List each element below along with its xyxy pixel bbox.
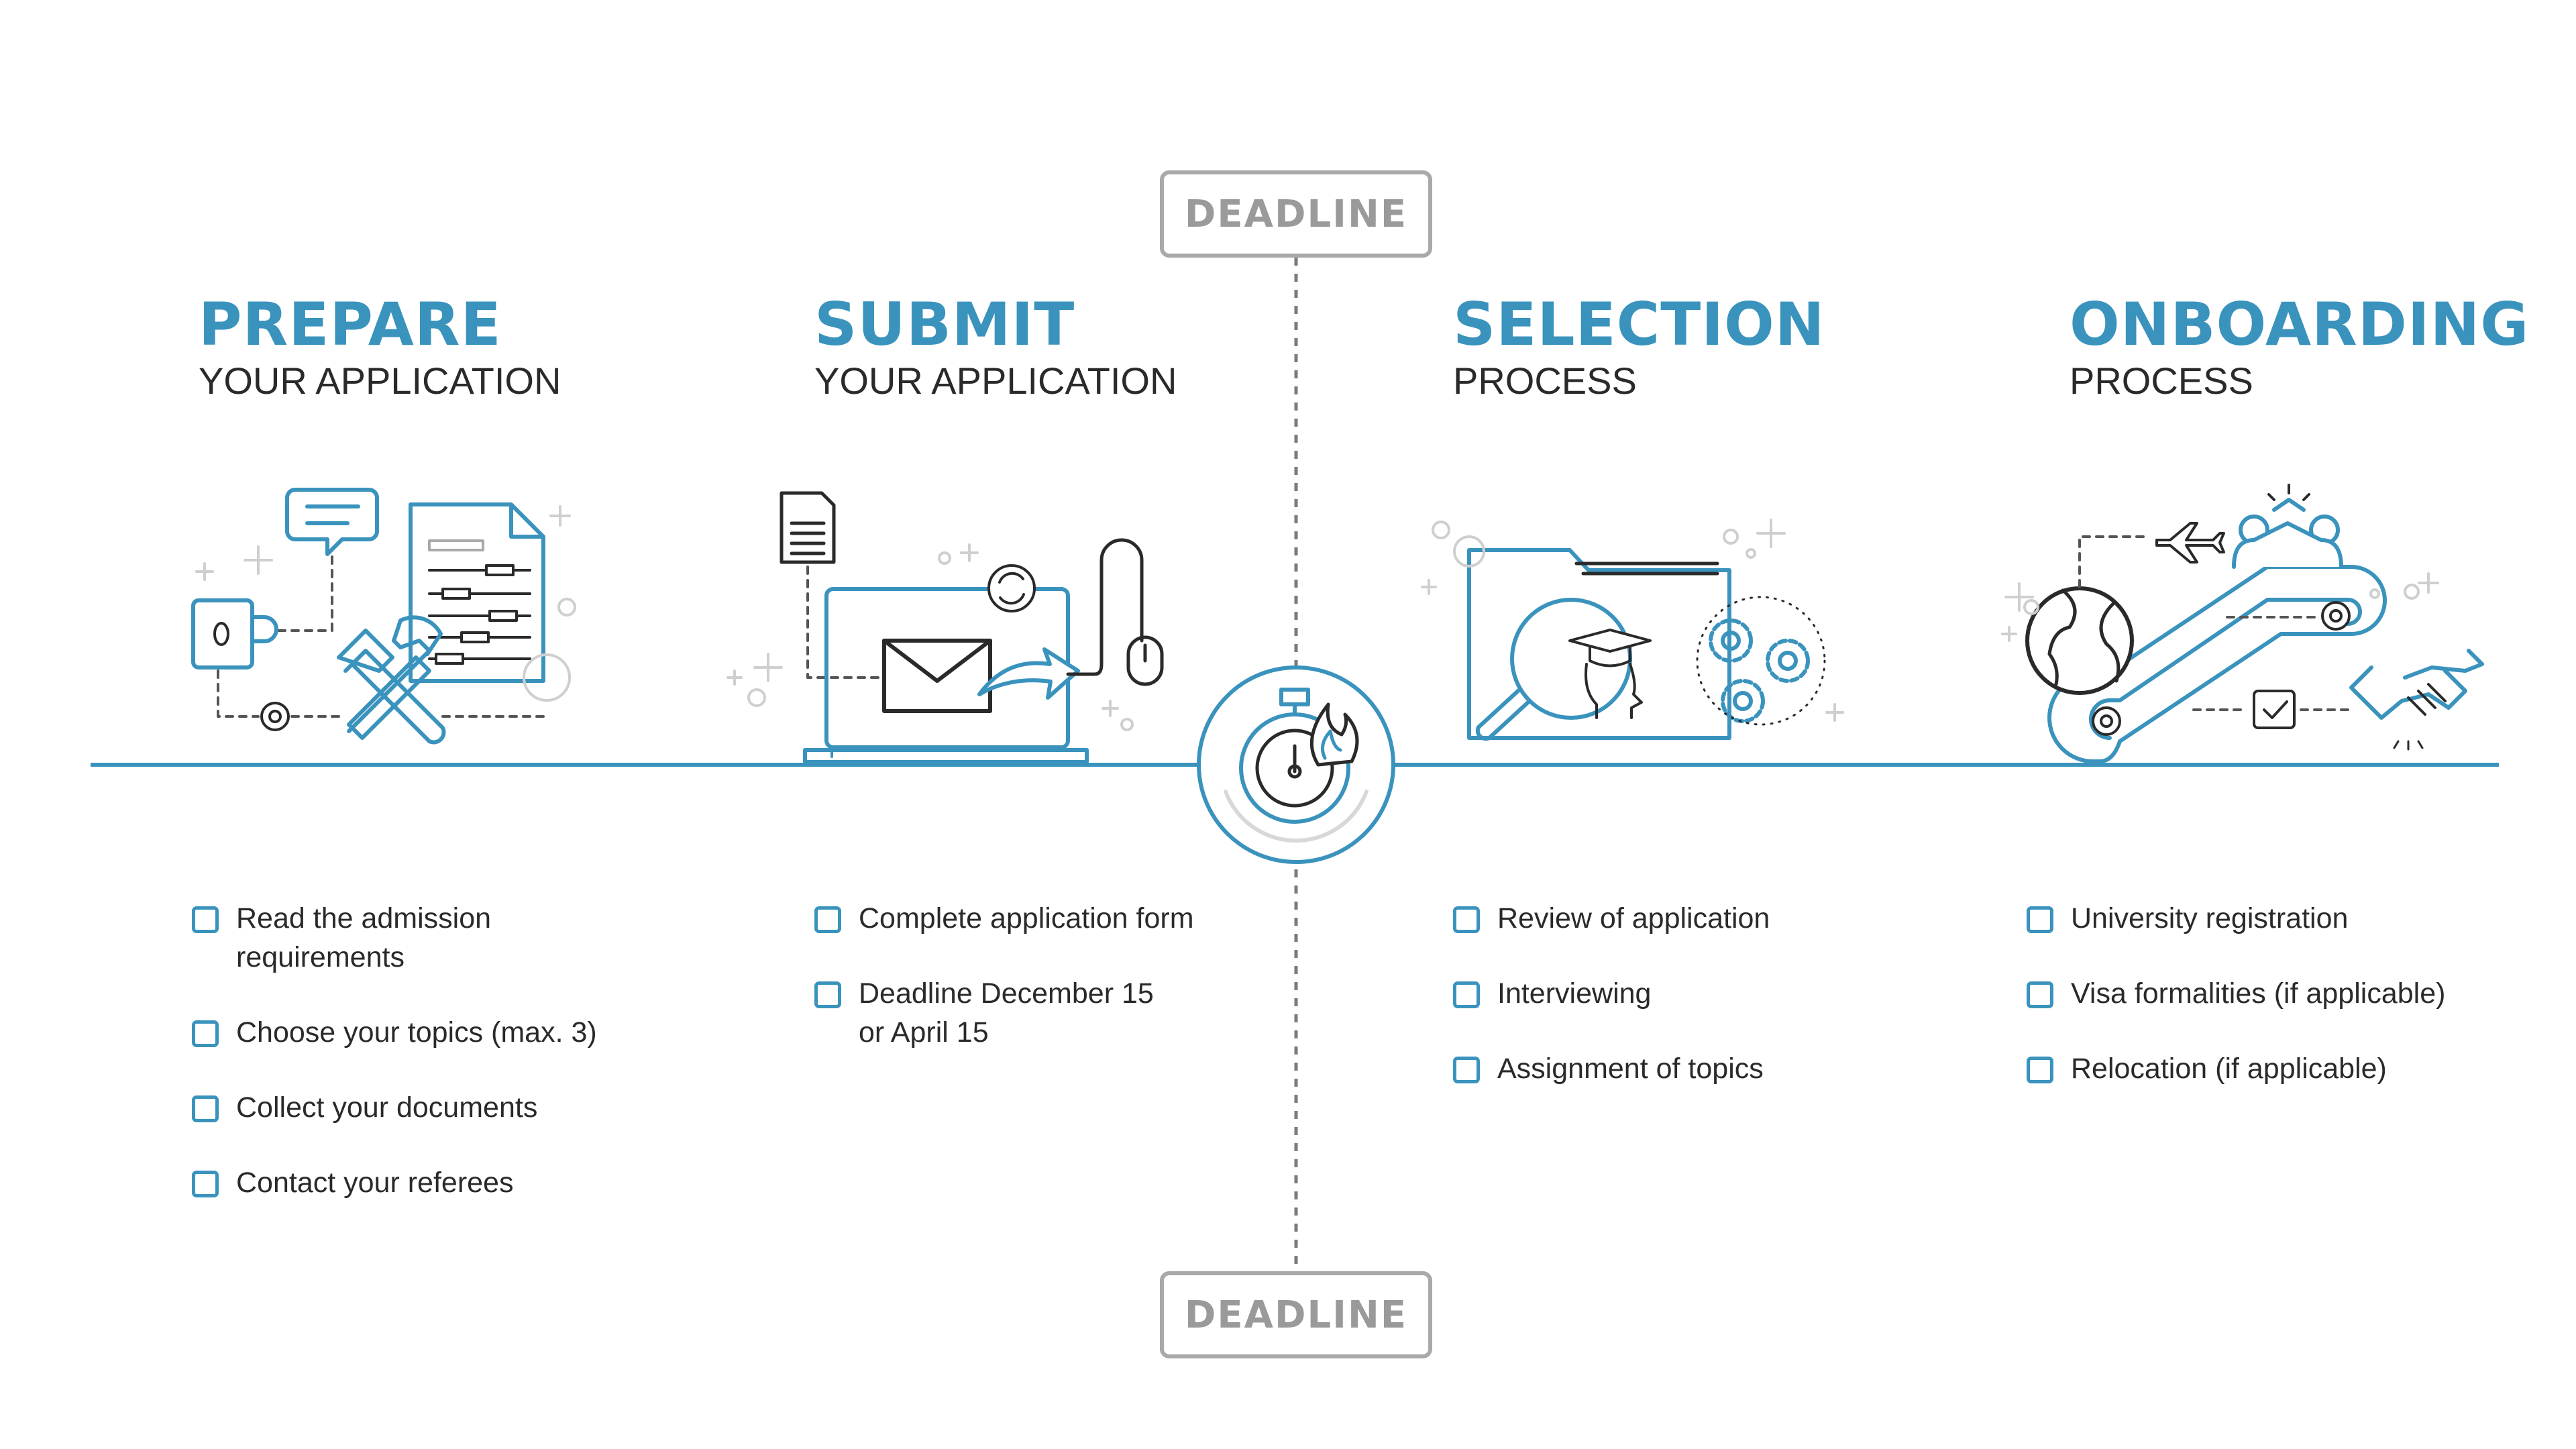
gear-icon	[260, 702, 290, 731]
checkbox[interactable]	[2027, 981, 2053, 1008]
prepare-illustration	[191, 488, 576, 745]
checklist-item-label: Assignment of topics	[1497, 1053, 1764, 1085]
submit-checklist: Complete application form Deadline Decem…	[814, 899, 1284, 1088]
stage-title: SELECTION	[1453, 290, 1825, 359]
checklist-item[interactable]: Choose your topics (max. 3)	[192, 1013, 661, 1052]
checkbox[interactable]	[192, 1171, 219, 1197]
selection-checklist: Review of application Interviewing Assig…	[1453, 899, 1923, 1124]
coffee-mug-icon	[191, 598, 278, 669]
submit-illustration	[727, 491, 1164, 764]
prepare-checklist: Read the admission requirements Choose y…	[192, 899, 661, 1238]
checkbox[interactable]	[1453, 1057, 1480, 1083]
onboarding-illustration	[2001, 484, 2484, 763]
checklist-item-label: Review of application	[1497, 902, 1770, 934]
checklist-item[interactable]: Assignment of topics	[1453, 1049, 1923, 1088]
stage-subtitle: PROCESS	[1453, 360, 1637, 402]
document-icon	[409, 502, 545, 683]
checklist-item[interactable]: Review of application	[1453, 899, 1923, 938]
deadline-badge-top: DEADLINE	[1160, 170, 1432, 258]
checklist-item-label: Contact your referees	[236, 1167, 514, 1199]
stage-title: ONBOARDING	[2070, 290, 2530, 359]
stage-subtitle: YOUR APPLICATION	[814, 360, 1177, 402]
checkbox[interactable]	[814, 906, 841, 933]
checkbox[interactable]	[192, 1095, 219, 1122]
checklist-item[interactable]: University registration	[2027, 899, 2536, 938]
onboarding-checklist: University registration Visa formalities…	[2027, 899, 2536, 1124]
checklist-item-label: University registration	[2071, 902, 2349, 934]
checkbox-icon	[2253, 690, 2296, 729]
checklist-item[interactable]: Complete application form	[814, 899, 1284, 938]
stopwatch-icon	[1197, 665, 1395, 864]
handshake-icon	[2349, 649, 2484, 720]
deadline-label: DEADLINE	[1184, 1293, 1408, 1337]
checklist-item[interactable]: Collect your documents	[192, 1088, 661, 1127]
globe-icon	[2025, 586, 2134, 695]
checkbox[interactable]	[2027, 906, 2053, 933]
checklist-item[interactable]: Contact your referees	[192, 1163, 661, 1202]
checklist-item-label: Choose your topics (max. 3)	[236, 1016, 597, 1049]
graduate-head-icon	[1568, 629, 1652, 719]
checklist-item-label: Collect your documents	[236, 1091, 538, 1124]
checkbox[interactable]	[1453, 906, 1480, 933]
selection-illustration	[1421, 519, 1844, 741]
people-icon	[2232, 498, 2343, 569]
checklist-item[interactable]: Relocation (if applicable)	[2027, 1049, 2536, 1088]
checklist-item-label: Interviewing	[1497, 977, 1652, 1010]
tools-icon	[337, 615, 446, 745]
stage-selection-heading: SELECTION PROCESS	[1453, 295, 1825, 400]
checklist-item-label: Relocation (if applicable)	[2071, 1053, 2387, 1085]
stage-prepare-heading: PREPARE YOUR APPLICATION	[199, 295, 561, 400]
stage-subtitle: YOUR APPLICATION	[199, 360, 561, 402]
stage-subtitle: PROCESS	[2070, 360, 2253, 402]
magnifier-icon	[1475, 598, 1632, 741]
checklist-item[interactable]: Deadline December 15 or April 15	[814, 974, 1284, 1052]
checkbox[interactable]	[192, 1020, 219, 1047]
checklist-item-label: Deadline December 15 or April 15	[859, 977, 1154, 1049]
checklist-item-label: Visa formalities (if applicable)	[2071, 977, 2446, 1010]
checkbox[interactable]	[2027, 1057, 2053, 1083]
chat-bubble-icon	[285, 488, 379, 556]
envelope-icon	[882, 639, 992, 713]
checklist-item[interactable]: Interviewing	[1453, 974, 1923, 1013]
checklist-item[interactable]: Visa formalities (if applicable)	[2027, 974, 2536, 1013]
stage-submit-heading: SUBMIT YOUR APPLICATION	[814, 295, 1177, 400]
checklist-item[interactable]: Read the admission requirements	[192, 899, 661, 977]
gears-icon	[1709, 619, 1810, 723]
checkbox[interactable]	[192, 906, 219, 933]
gear-icon	[2092, 601, 2351, 736]
send-arrow-icon	[977, 647, 1080, 700]
checklist-item-label: Complete application form	[859, 902, 1194, 934]
checkbox[interactable]	[814, 981, 841, 1008]
escalator-icon	[2047, 565, 2387, 763]
stage-onboarding-heading: ONBOARDING PROCESS	[2070, 295, 2530, 400]
mouse-icon	[1066, 538, 1164, 686]
stage-title: SUBMIT	[814, 290, 1075, 359]
deadline-label: DEADLINE	[1184, 192, 1408, 236]
file-icon	[780, 491, 836, 564]
airplane-icon	[2155, 522, 2225, 564]
deadline-badge-bottom: DEADLINE	[1160, 1271, 1432, 1358]
checklist-item-label: Read the admission requirements	[236, 902, 492, 973]
stage-title: PREPARE	[199, 290, 502, 359]
checkbox[interactable]	[1453, 981, 1480, 1008]
refresh-icon	[987, 564, 1036, 612]
